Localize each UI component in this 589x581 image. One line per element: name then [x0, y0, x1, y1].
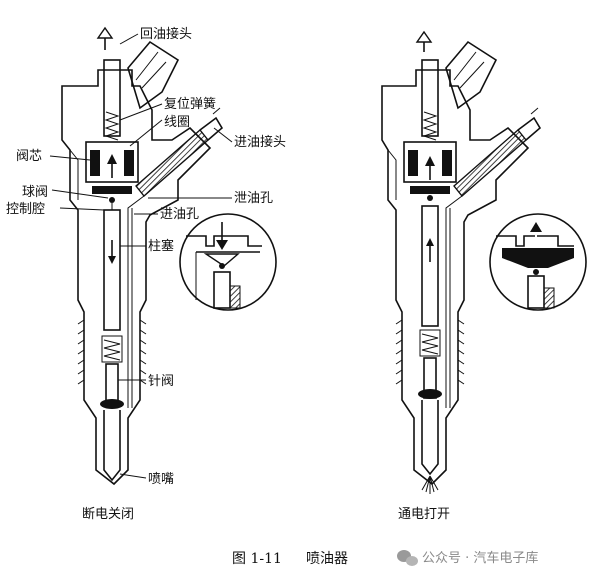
label-return-joint: 回油接头	[140, 26, 192, 42]
state-off-caption: 断电关闭	[82, 507, 134, 522]
watermark: 公众号 · 汽车电子库	[397, 550, 538, 566]
label-plunger: 柱塞	[148, 238, 174, 254]
label-inlet-hole: 进油孔	[160, 207, 199, 222]
label-inlet-joint: 进油接头	[234, 134, 286, 150]
label-nozzle: 喷嘴	[148, 472, 174, 487]
label-needle-valve: 针阀	[148, 374, 174, 389]
label-reset-spring: 复位弹簧	[164, 96, 216, 112]
watermark-text: 公众号 · 汽车电子库	[422, 550, 538, 566]
figure-number: 图 1-11	[232, 551, 282, 567]
label-drain-hole: 泄油孔	[234, 191, 273, 206]
wechat-icon	[397, 550, 418, 566]
leader-lines	[49, 33, 233, 479]
figure-title: 喷油器	[306, 551, 348, 567]
label-valve-core: 阀芯	[16, 149, 42, 164]
injector-on	[381, 30, 587, 494]
injector-off	[61, 26, 277, 486]
label-coil: 线圈	[164, 115, 190, 130]
state-on-caption: 通电打开	[398, 507, 450, 522]
label-ball-valve: 球阀	[22, 185, 48, 200]
label-control-chamber: 控制腔	[6, 202, 45, 217]
